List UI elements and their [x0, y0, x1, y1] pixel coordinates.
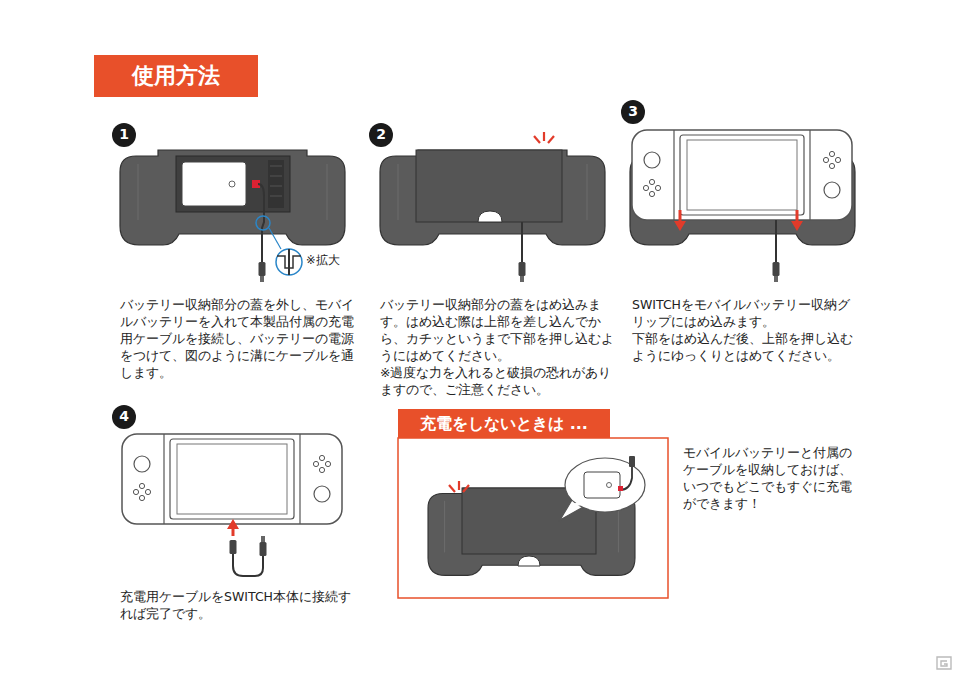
step-number: 4 [112, 405, 136, 429]
step-number-text: 3 [628, 104, 638, 119]
zoom-note: ※拡大 [306, 252, 366, 269]
step-number-text: 1 [119, 127, 129, 142]
step-number-text: 2 [376, 127, 386, 142]
step-text: バッテリー収納部分の蓋を外し、モバイルバッテリーを入れて本製品付属の充電用ケーブ… [120, 296, 360, 381]
watermark-logo [937, 657, 951, 669]
heading-text: 充電をしないときは ... [420, 415, 588, 433]
step-text: 充電用ケーブルをSWITCH本体に接続すれば完了です。 [120, 588, 360, 622]
step-number-text: 4 [119, 409, 129, 424]
step-number: 2 [369, 123, 393, 147]
heading-text: 使用方法 [132, 64, 220, 88]
step-number: 3 [621, 100, 645, 124]
step-text: 下部をはめ込んだ後、上部を押し込むようにゆっくりとはめてください。 [632, 330, 862, 364]
heading-box: 使用方法 [94, 55, 258, 97]
step-text: バッテリー収納部分の蓋をはめ込みます。はめ込む際は上部を差し込んでから、カチッと… [380, 296, 620, 364]
subheading-box: 充電をしないときは ... [398, 409, 610, 438]
step-number: 1 [112, 123, 136, 147]
step-text: SWITCHをモバイルバッテリー収納グリップにはめ込みます。 [632, 296, 862, 330]
caution-note: ※過度な力を入れると破損の恐れがありますので、ご注意ください。 [380, 364, 620, 398]
panel-text: モバイルバッテリーと付属のケーブルを収納しておけば、いつでもどこでもすぐに充電が… [683, 444, 857, 512]
